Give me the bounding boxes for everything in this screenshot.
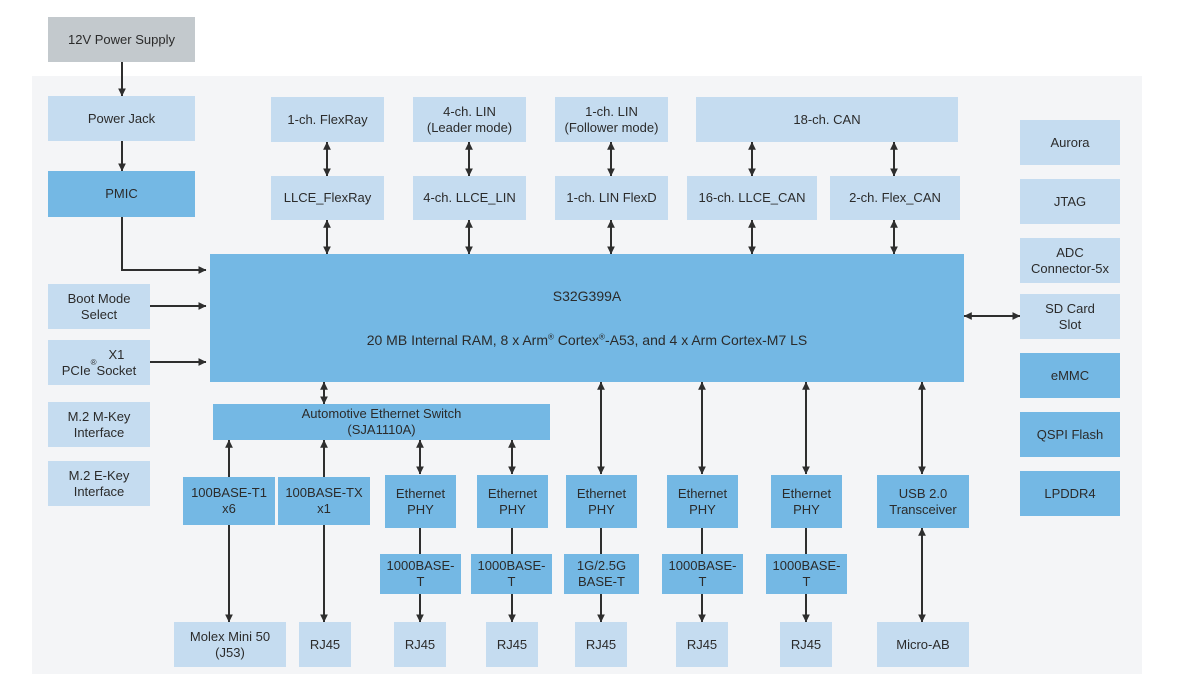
block-usb-2-0-transceiver: USB 2.0 Transceiver xyxy=(877,475,969,528)
block-media-1000base-t-1: 1000BASE-T xyxy=(380,554,461,594)
block-micro-ab: Micro-AB xyxy=(877,622,969,667)
block-rj45-3: RJ45 xyxy=(486,622,538,667)
block-llce-lin-4ch: 4-ch. LLCE_LIN xyxy=(413,176,526,220)
block-ethernet-phy-5: Ethernet PHY xyxy=(771,475,842,528)
block-ethernet-phy-3: Ethernet PHY xyxy=(566,475,637,528)
block-ethernet-phy-4: Ethernet PHY xyxy=(667,475,738,528)
block-ethernet-phy-2: Ethernet PHY xyxy=(477,475,548,528)
block-m2-e-key-interface: M.2 E-Key Interface xyxy=(48,461,150,506)
block-jtag: JTAG xyxy=(1020,179,1120,224)
block-ethernet-phy-1: Ethernet PHY xyxy=(385,475,456,528)
block-can-18ch: 18-ch. CAN xyxy=(696,97,958,142)
block-12v-power-supply: 12V Power Supply xyxy=(48,17,195,62)
block-molex-mini-50-j53: Molex Mini 50 (J53) xyxy=(174,622,286,667)
block-emmc: eMMC xyxy=(1020,353,1120,398)
block-lpddr4: LPDDR4 xyxy=(1020,471,1120,516)
block-lin-4ch-leader: 4-ch. LIN (Leader mode) xyxy=(413,97,526,142)
block-rj45-4: RJ45 xyxy=(575,622,627,667)
soc-description: 20 MB Internal RAM, 8 x Arm® Cortex®-A53… xyxy=(366,332,808,348)
block-rj45-2: RJ45 xyxy=(394,622,446,667)
block-rj45-5: RJ45 xyxy=(676,622,728,667)
block-m2-m-key-interface: M.2 M-Key Interface xyxy=(48,402,150,447)
block-rj45-6: RJ45 xyxy=(780,622,832,667)
block-lin-flexd-1ch: 1-ch. LIN FlexD xyxy=(555,176,668,220)
block-qspi-flash: QSPI Flash xyxy=(1020,412,1120,457)
block-media-1000base-t-3: 1000BASE-T xyxy=(662,554,743,594)
soc-name: S32G399A xyxy=(552,288,622,304)
block-media-1000base-t-2: 1000BASE-T xyxy=(471,554,552,594)
block-adc-connector-5x: ADC Connector-5x xyxy=(1020,238,1120,283)
block-media-1g-2-5g-base-t: 1G/2.5G BASE-T xyxy=(564,554,639,594)
block-llce-can-16ch: 16-ch. LLCE_CAN xyxy=(687,176,817,220)
block-boot-mode-select: Boot Mode Select xyxy=(48,284,150,329)
block-soc-s32g399a: S32G399A 20 MB Internal RAM, 8 x Arm® Co… xyxy=(210,254,964,382)
block-pmic: PMIC xyxy=(48,171,195,217)
block-llce-flexray: LLCE_FlexRay xyxy=(271,176,384,220)
block-flexray-1ch: 1-ch. FlexRay xyxy=(271,97,384,142)
block-media-1000base-t-4: 1000BASE-T xyxy=(766,554,847,594)
block-100base-tx-x1: 100BASE-TX x1 xyxy=(278,477,370,525)
block-aurora: Aurora xyxy=(1020,120,1120,165)
block-power-jack: Power Jack xyxy=(48,96,195,141)
block-100base-t1-x6: 100BASE-T1 x6 xyxy=(183,477,275,525)
block-rj45-1: RJ45 xyxy=(299,622,351,667)
block-sd-card-slot: SD Card Slot xyxy=(1020,294,1120,339)
block-flex-can-2ch: 2-ch. Flex_CAN xyxy=(830,176,960,220)
block-lin-1ch-follower: 1-ch. LIN (Follower mode) xyxy=(555,97,668,142)
block-automotive-ethernet-switch: Automotive Ethernet Switch (SJA1110A) xyxy=(213,404,550,440)
